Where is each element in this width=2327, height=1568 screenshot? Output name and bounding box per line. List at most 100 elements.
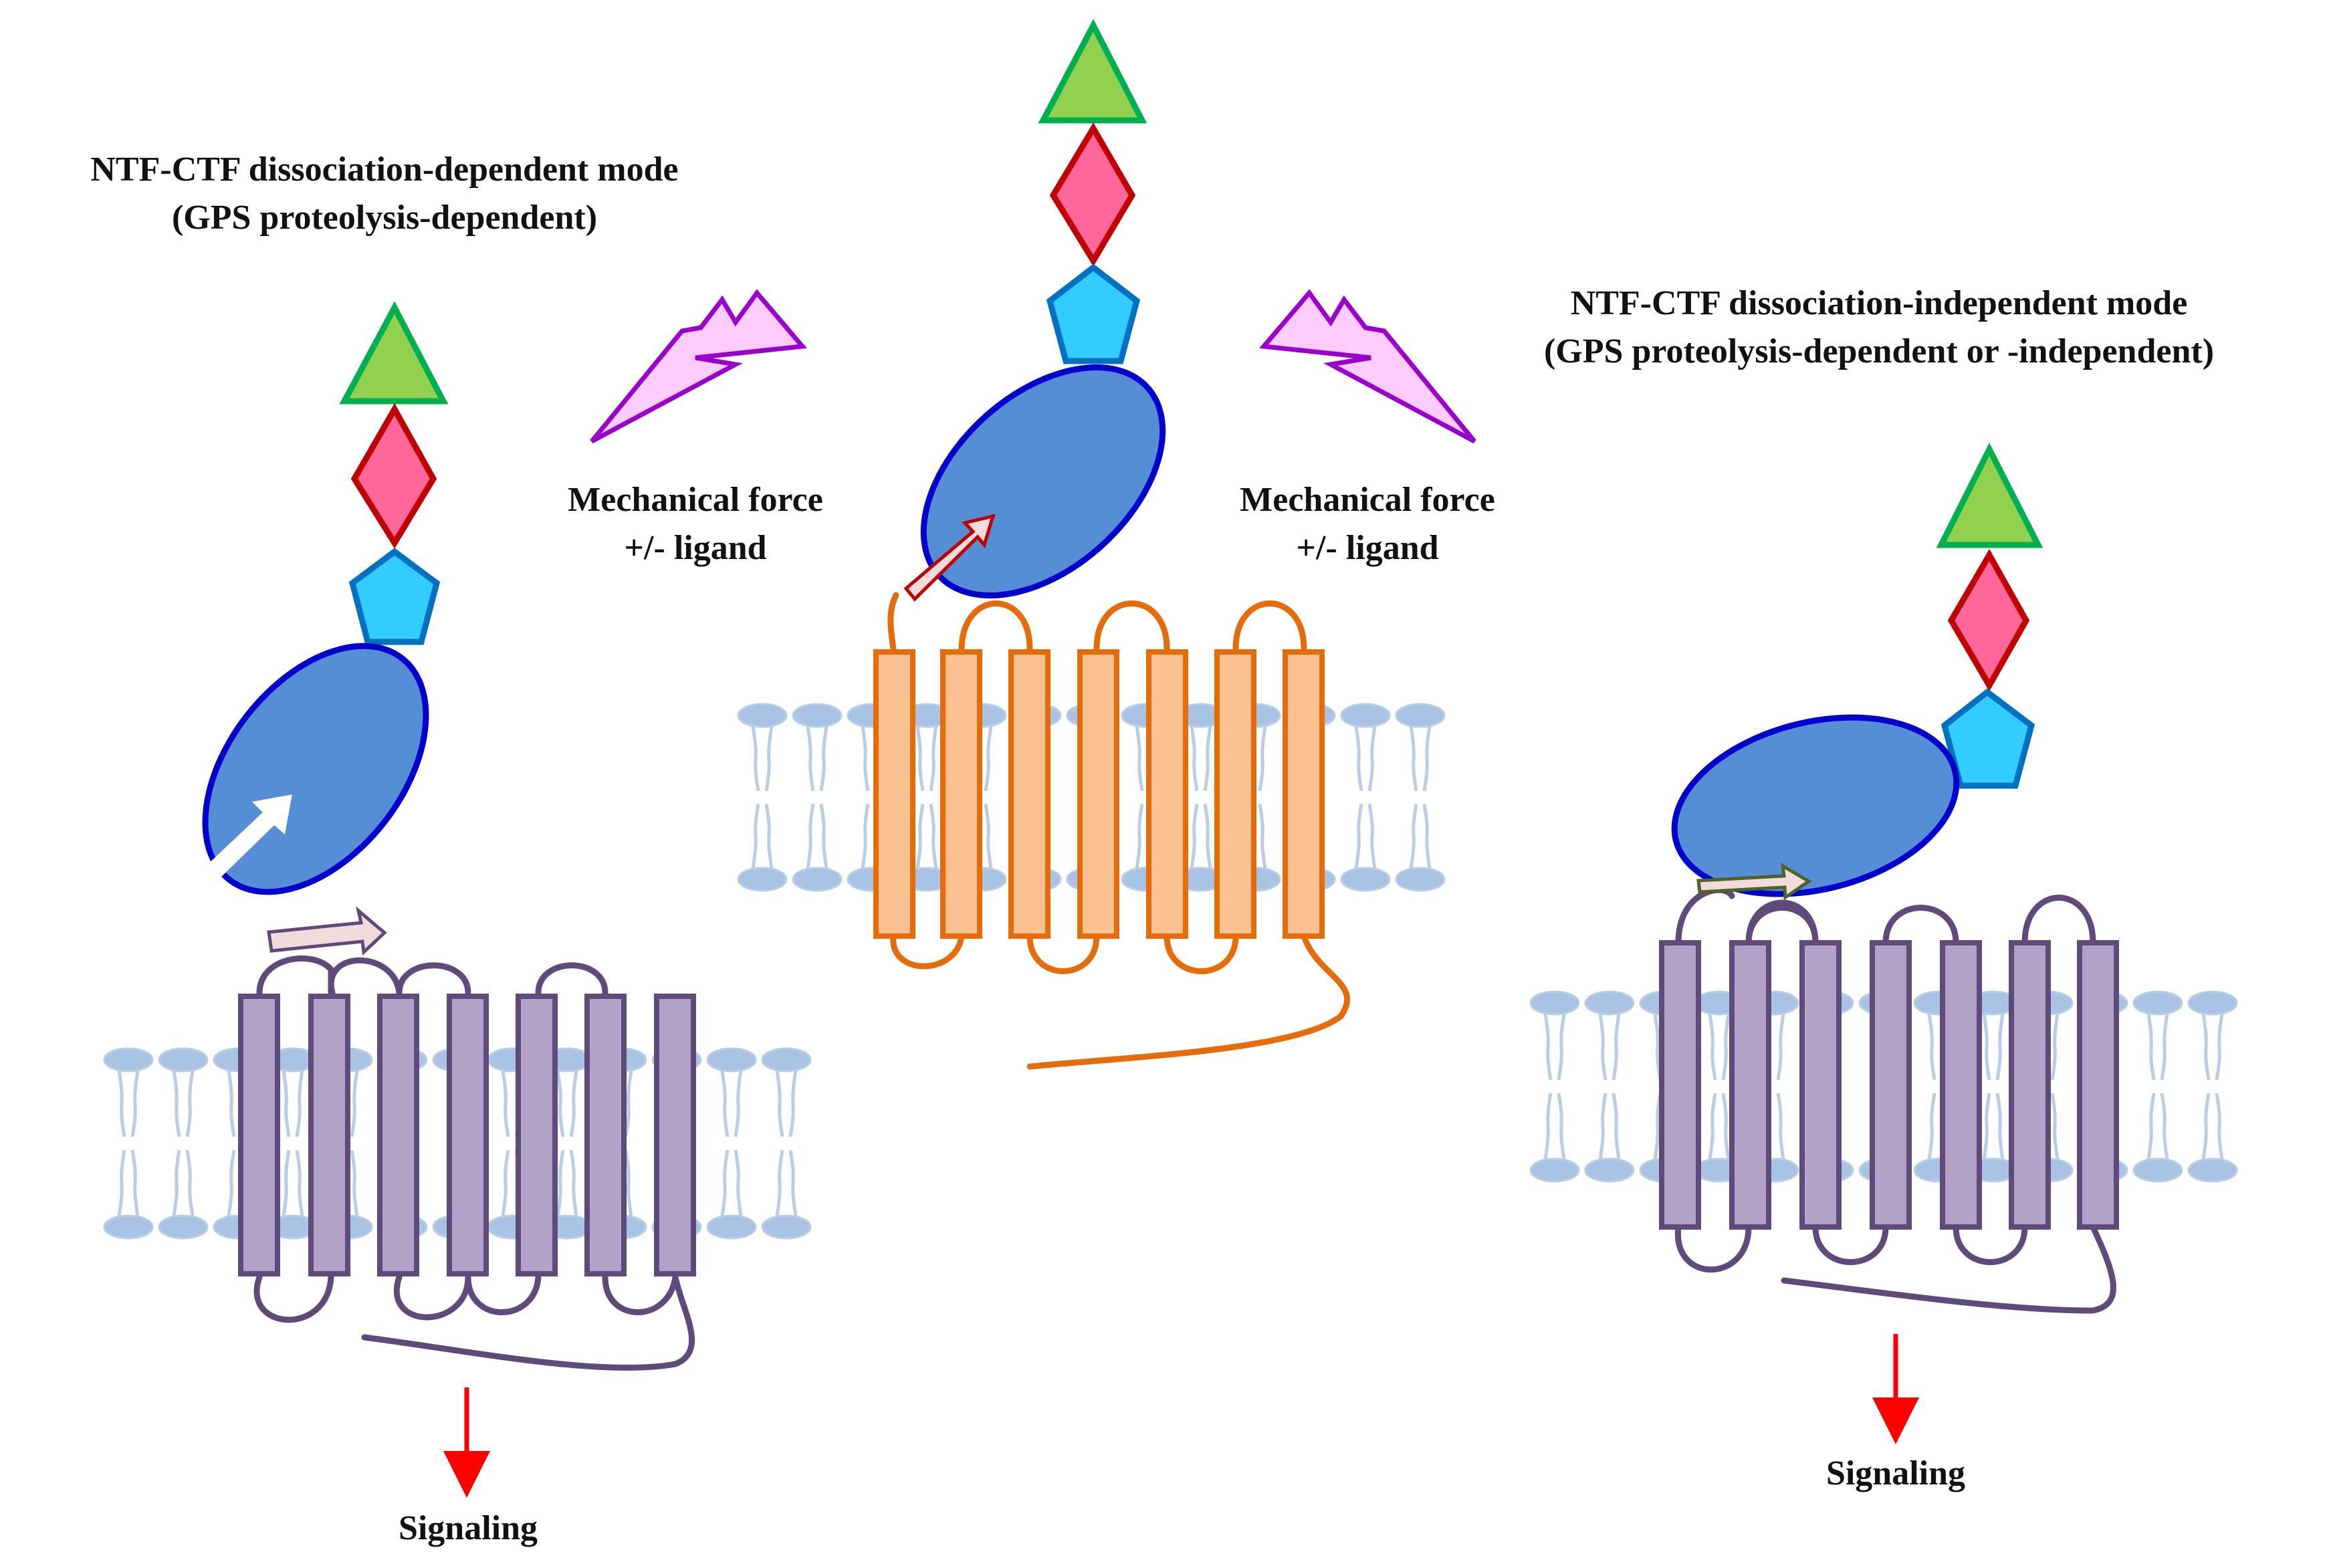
left-title-line1: NTF-CTF dissociation-dependent mode — [90, 150, 679, 189]
center-tm1 — [873, 649, 915, 939]
lipid-tails — [2146, 1013, 2169, 1160]
left-tm4 — [447, 994, 489, 1276]
left-ctf-receptor — [238, 906, 696, 1371]
lipid-tails — [1982, 1013, 2005, 1160]
lipid-head — [103, 1214, 154, 1240]
left-pentagon — [348, 548, 441, 645]
left-tm2 — [308, 994, 350, 1276]
lipid-head — [103, 1047, 154, 1073]
right-signaling-label: Signaling — [1825, 1454, 1966, 1492]
lipid-head — [792, 867, 843, 892]
lipid-tails — [915, 725, 938, 869]
right-tm3 — [1799, 940, 1842, 1230]
lipid-tails — [2201, 1013, 2224, 1160]
center-receptor — [873, 592, 1351, 1070]
right-stachel-arrow — [1696, 863, 1812, 901]
lipid-tails — [117, 1070, 140, 1217]
lipid-tails — [751, 725, 774, 869]
right-tm7 — [2077, 940, 2119, 1230]
lipid-tails — [1708, 1013, 1731, 1160]
center-pentagon — [1046, 263, 1141, 364]
right-diamond — [1947, 548, 2030, 692]
right-tm5 — [1940, 940, 1982, 1230]
lipid-tails — [282, 1070, 304, 1217]
left-tm3 — [377, 994, 419, 1276]
lipid-tails — [720, 1070, 743, 1217]
center-tm7 — [1283, 649, 1325, 939]
left-ntf — [202, 301, 449, 895]
right-tm6 — [2009, 940, 2051, 1230]
force-right-line1: Mechanical force — [1240, 481, 1495, 519]
center-ntf — [903, 19, 1166, 602]
right-ntf — [1671, 443, 2043, 901]
lipid-tails — [1598, 1013, 1621, 1160]
lipid-tails — [806, 725, 828, 869]
lipid-tails — [1354, 725, 1377, 869]
right-pentagon — [1941, 688, 2035, 789]
center-loops — [887, 592, 1351, 1070]
left-signaling-label: Signaling — [398, 1509, 538, 1547]
lipid-tails — [172, 1070, 195, 1217]
left-gain-domain — [202, 643, 429, 895]
lipid-head — [1584, 1157, 1635, 1183]
center-gain-domain — [920, 364, 1166, 599]
center-diamond — [1049, 122, 1136, 267]
force-label-left: Mechanical force +/- ligand — [522, 476, 869, 572]
lipid-head — [158, 1214, 209, 1240]
right-mode-title: NTF-CTF dissociation-independent mode (G… — [1444, 279, 2314, 376]
lipid-head — [2187, 990, 2238, 1016]
left-diamond — [350, 403, 437, 549]
lipid-head — [792, 703, 843, 728]
right-loops — [1674, 887, 2116, 1314]
lipid-head — [737, 867, 788, 892]
lipid-head — [2132, 990, 2183, 1016]
lipid-head — [158, 1047, 209, 1073]
left-tm7 — [654, 994, 696, 1276]
left-tm5 — [516, 994, 558, 1276]
lipid-head — [737, 703, 788, 728]
right-tm1 — [1659, 940, 1701, 1230]
left-mode-title: NTF-CTF dissociation-dependent mode (GPS… — [13, 146, 756, 242]
left-triangle — [339, 301, 449, 405]
right-title-line1: NTF-CTF dissociation-independent mode — [1570, 284, 2188, 322]
lipid-tails — [775, 1070, 798, 1217]
center-stachel-arrow — [903, 514, 996, 602]
left-ctf-loops — [253, 955, 695, 1371]
center-triangle — [1038, 19, 1147, 124]
right-title-line2: (GPS proteolysis-dependent or -independe… — [1543, 332, 2215, 370]
right-gain-domain — [1671, 714, 1960, 897]
lipid-head — [761, 1047, 812, 1073]
center-tm3 — [1008, 649, 1050, 939]
force-left-line2: +/- ligand — [624, 529, 767, 567]
right-tm4 — [1870, 940, 1912, 1230]
lipid-tails — [556, 1070, 578, 1217]
lipid-head — [1395, 867, 1446, 892]
right-tm2 — [1729, 940, 1771, 1230]
left-tm1 — [238, 994, 280, 1276]
lipid-tails — [1190, 725, 1212, 869]
center-tm2 — [940, 649, 982, 939]
right-ctf-receptor — [1659, 887, 2119, 1314]
lipid-tails — [1543, 1013, 1566, 1160]
lipid-head — [1395, 703, 1446, 728]
left-tm6 — [584, 994, 627, 1276]
right-triangle — [1936, 443, 2043, 548]
force-label-right: Mechanical force +/- ligand — [1194, 476, 1541, 572]
lipid-tails — [1409, 725, 1432, 869]
lipid-head — [706, 1214, 757, 1240]
left-white-arrow — [202, 794, 292, 883]
bolt-left — [590, 289, 807, 444]
force-left-line1: Mechanical force — [568, 481, 823, 519]
lipid-head — [2132, 1157, 2183, 1183]
lipid-head — [1529, 990, 1580, 1016]
lipid-head — [1340, 867, 1391, 892]
center-tm5 — [1146, 649, 1188, 939]
force-right-line2: +/- ligand — [1296, 529, 1439, 567]
lipid-head — [706, 1047, 757, 1073]
center-tm4 — [1077, 649, 1119, 939]
lipid-head — [1529, 1157, 1580, 1183]
lipid-head — [2187, 1157, 2238, 1183]
left-stachel-arrow — [267, 906, 387, 956]
bolt-right — [1259, 289, 1476, 444]
